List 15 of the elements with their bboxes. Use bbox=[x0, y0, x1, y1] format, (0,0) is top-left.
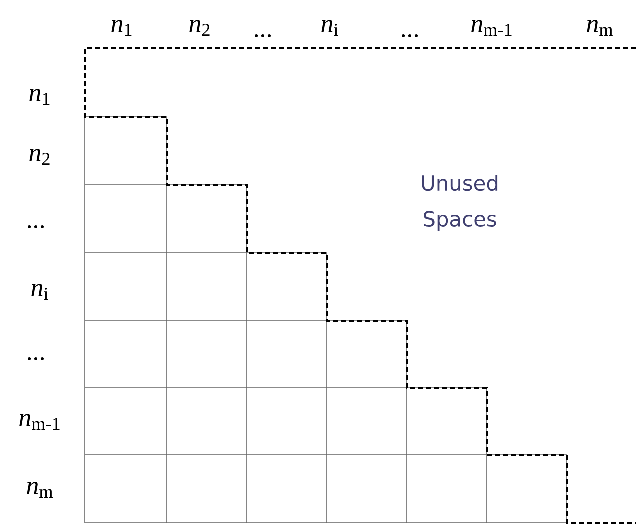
index-label: ... bbox=[28, 225, 44, 229]
index-label: ... bbox=[402, 34, 418, 38]
region-label: Unused Spaces bbox=[422, 174, 498, 232]
index-label: n$_{1}$ bbox=[30, 89, 50, 105]
index-label: n$_{m-1}$ bbox=[20, 414, 60, 430]
index-label: n$_{i}$ bbox=[322, 20, 338, 36]
index-label: n$_{1}$ bbox=[112, 20, 132, 36]
index-label: n$_{m-1}$ bbox=[472, 20, 512, 36]
index-label: ... bbox=[255, 34, 271, 38]
index-label: n$_{2}$ bbox=[190, 20, 210, 36]
index-label: n$_{m}$ bbox=[587, 20, 613, 36]
index-label: n$_{2}$ bbox=[30, 149, 50, 165]
index-label: n$_{m}$ bbox=[27, 482, 53, 498]
index-label: ... bbox=[28, 357, 44, 361]
index-label: n$_{i}$ bbox=[32, 284, 48, 300]
